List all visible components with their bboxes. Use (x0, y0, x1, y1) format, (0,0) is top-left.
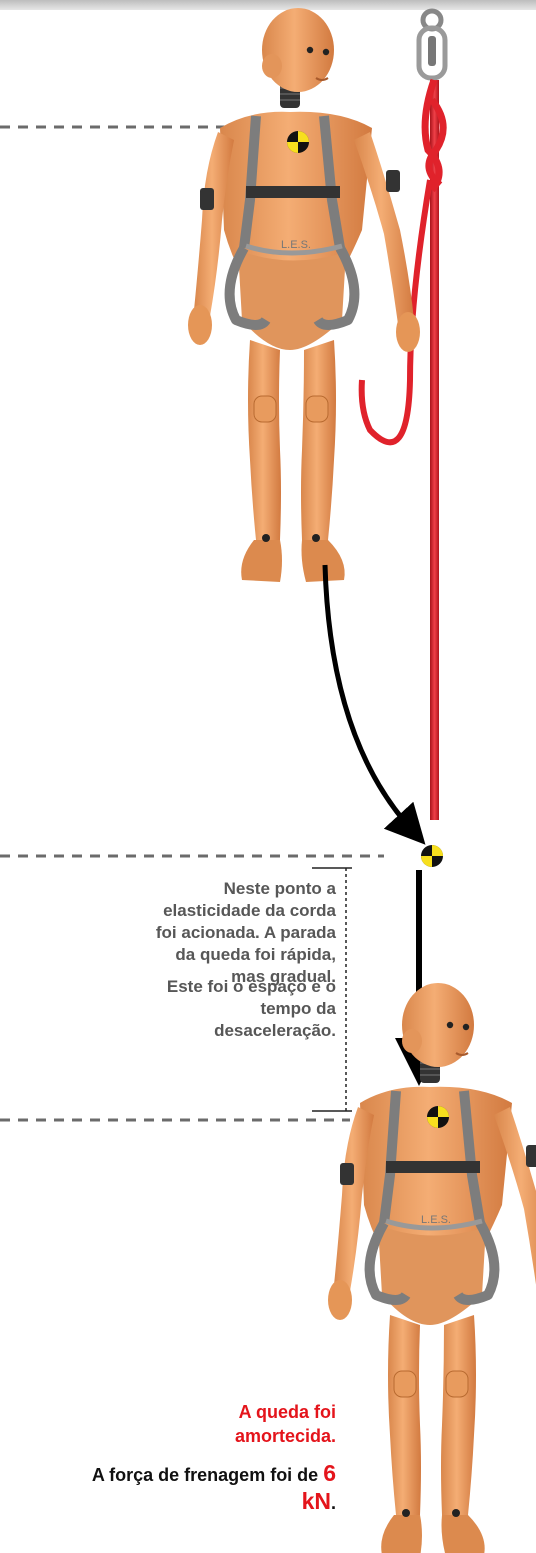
dummy-top: L.E.S. (188, 8, 420, 582)
rope-slack (358, 179, 433, 446)
force-prefix: A força de frenagem foi de (91, 1465, 324, 1485)
rope-knot (421, 78, 447, 193)
fall-path-arrow (322, 564, 426, 845)
harness-label-bottom: L.E.S. (421, 1214, 451, 1226)
rope (430, 80, 439, 820)
force-suffix: . (330, 1493, 336, 1513)
braking-force-note: A força de frenagem foi de 6 kN. (60, 1460, 336, 1516)
top-bar (0, 0, 536, 10)
dummy-bottom: L.E.S. (328, 983, 536, 1553)
crash-test-marker-icon (421, 845, 443, 867)
deceleration-note: Este foi o espaço e o tempo da desaceler… (166, 977, 336, 1040)
guide-lines (0, 125, 384, 1122)
elasticity-note: Neste ponto a elasticidade da corda foi … (155, 879, 336, 986)
deceleration-bracket (312, 867, 352, 1112)
force-value: 6 kN (301, 1460, 336, 1514)
harness-label-top: L.E.S. (281, 239, 311, 251)
cushioned-note: A queda foi amortecida. (234, 1402, 336, 1446)
carabiner-icon (416, 8, 448, 81)
